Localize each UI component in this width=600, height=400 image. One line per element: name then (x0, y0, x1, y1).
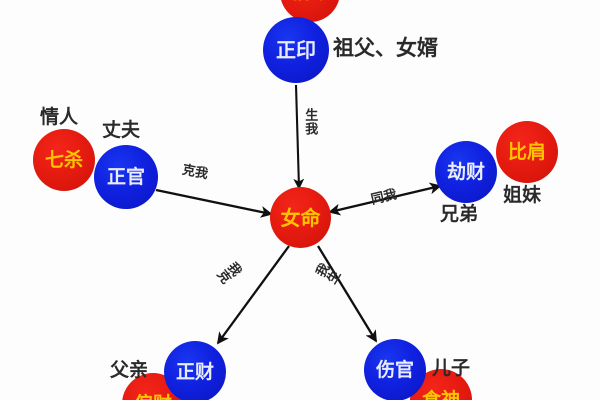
node-zheng-cai[interactable]: 正财 (164, 341, 226, 400)
edge-line-ke-wo (155, 188, 273, 218)
edge-label-sheng-wo: 生我 (302, 108, 318, 136)
node-label-zheng-yin: 祖父、女婿 (333, 36, 438, 60)
node-label-zheng-cai: 父亲 (110, 359, 149, 381)
node-pian-cai-text: 偏财 (134, 394, 172, 400)
node-qi-sha-text: 七杀 (44, 148, 83, 171)
node-zheng-yin[interactable]: 正印 (263, 17, 329, 83)
edge-line-sheng-wo (293, 84, 305, 190)
node-center-nv-ming[interactable]: 女命 (270, 187, 331, 248)
node-label-shang-guan: 儿子 (432, 357, 471, 379)
node-shang-guan[interactable]: 伤官 (364, 339, 426, 400)
node-label-zheng-guan: 丈夫 (102, 119, 141, 141)
node-label-qi-sha: 情人 (40, 106, 79, 128)
node-shang-guan-text: 伤官 (375, 358, 414, 381)
edge-line-tong-wo (328, 182, 442, 216)
node-shi-shen-text: 食神 (421, 388, 460, 400)
node-zheng-cai-text: 正财 (175, 360, 214, 383)
edge-line-wo-sheng (317, 245, 377, 343)
node-jie-cai[interactable]: 劫财 (435, 141, 497, 203)
node-label-jie-cai: 兄弟 (440, 203, 479, 225)
node-label-bi-jian: 姐妹 (503, 184, 542, 206)
edge-line-wo-ke (216, 245, 290, 345)
node-pian-yin[interactable]: 偏印 (280, 0, 340, 22)
node-bi-jian[interactable]: 比肩 (496, 121, 558, 183)
node-zheng-guan[interactable]: 正官 (94, 145, 158, 209)
node-jie-cai-text: 劫财 (446, 160, 485, 183)
node-qi-sha[interactable]: 七杀 (33, 129, 95, 191)
node-pian-yin-text: 偏印 (291, 0, 329, 2)
node-bi-jian-text: 比肩 (507, 140, 546, 163)
node-zheng-yin-text: 正印 (276, 38, 316, 62)
node-center-text: 女命 (280, 205, 321, 230)
node-zheng-guan-text: 正官 (106, 165, 145, 188)
